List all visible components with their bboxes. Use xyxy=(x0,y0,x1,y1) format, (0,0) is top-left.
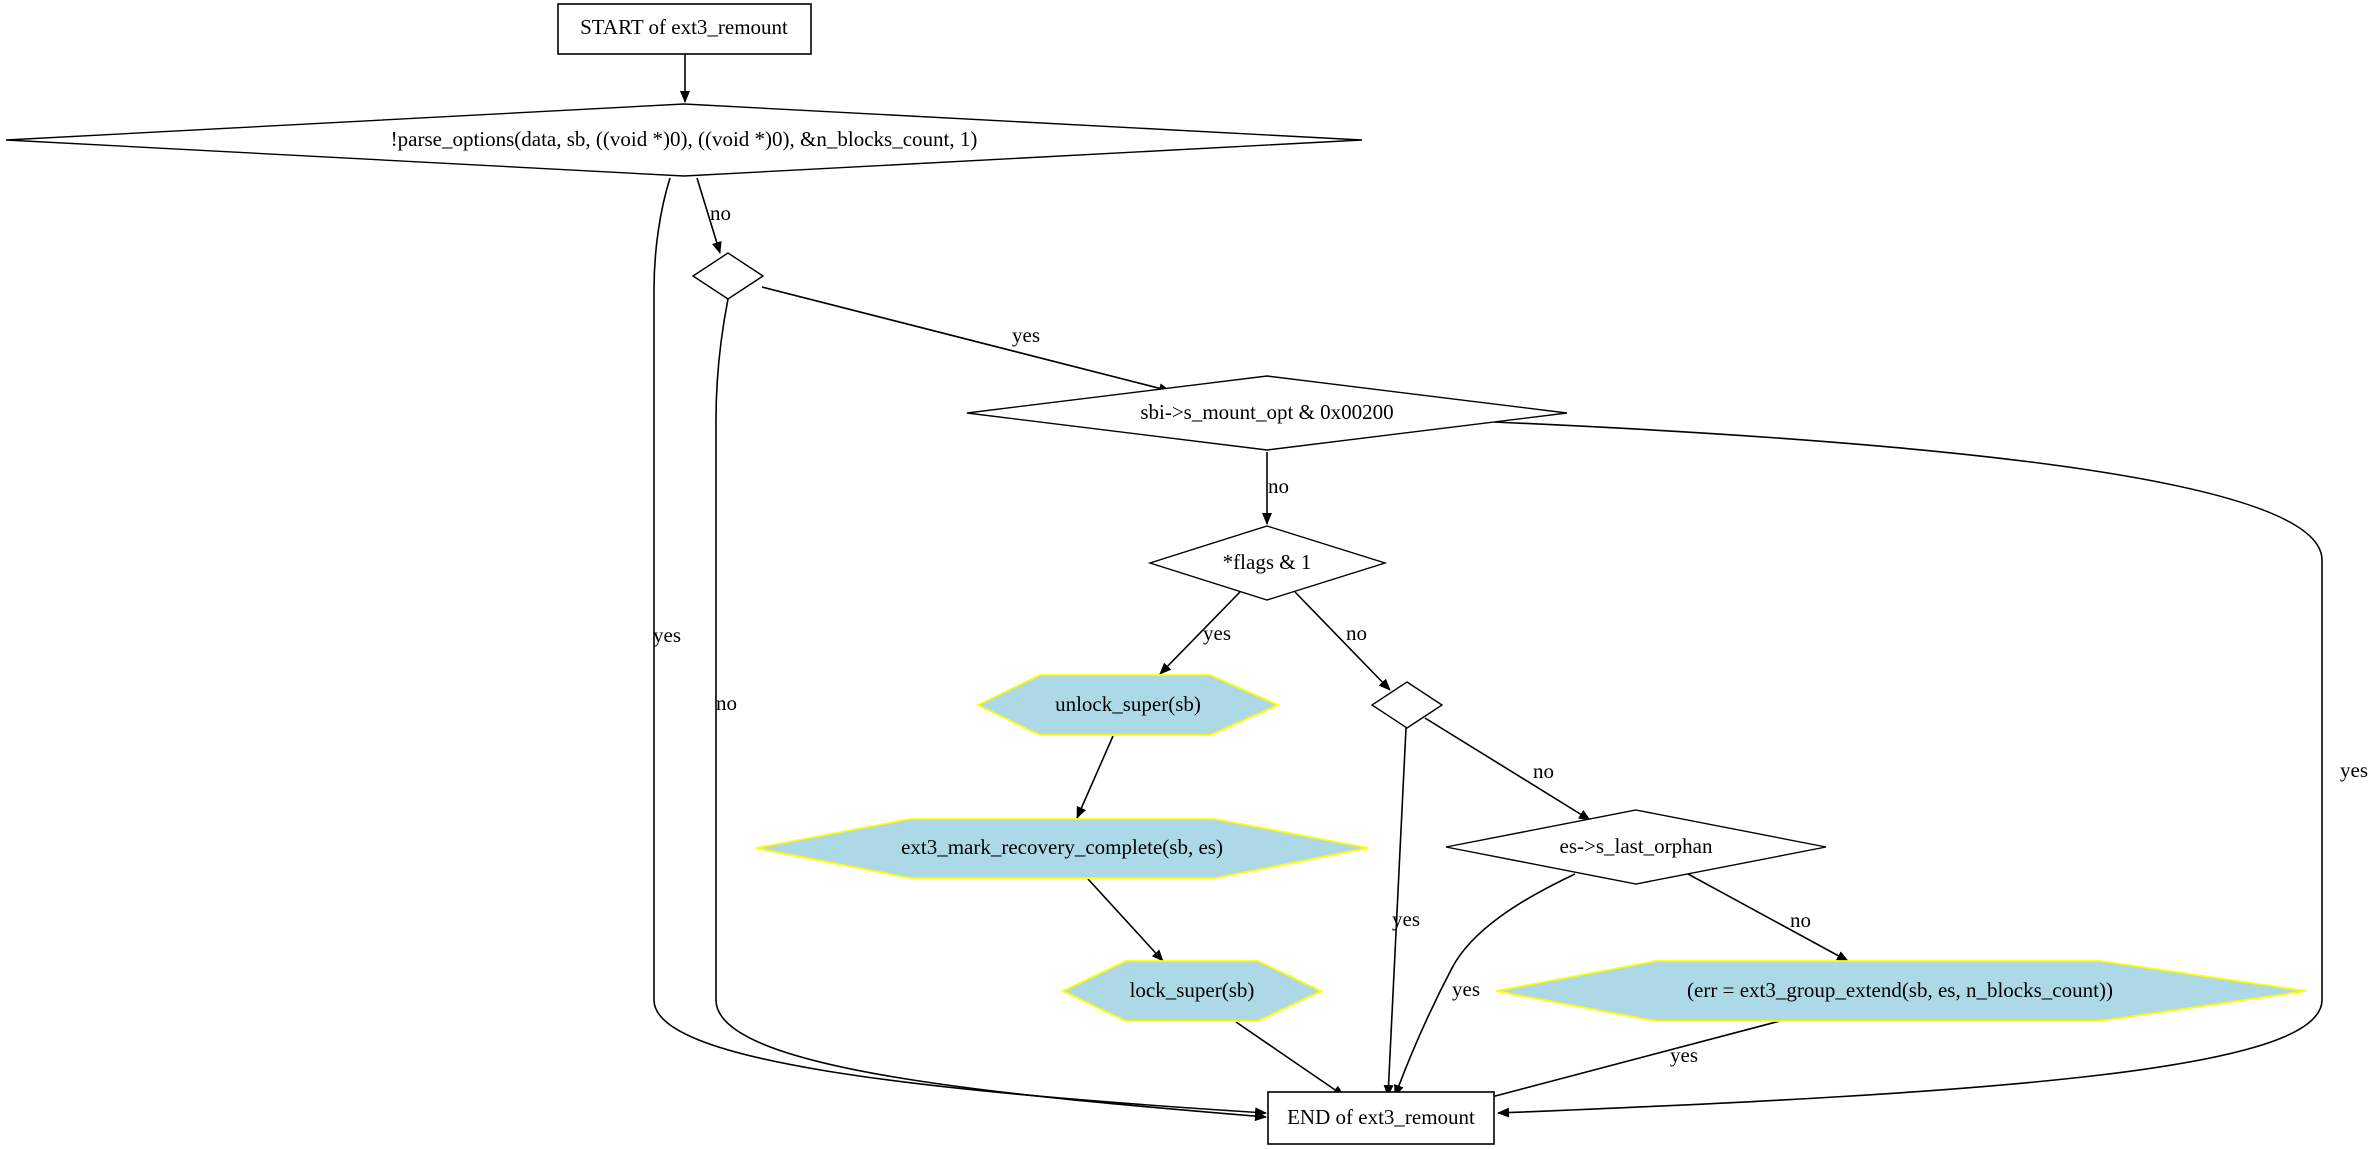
empty-decision-2 xyxy=(1370,681,1444,729)
edge-orphan-yes-to-end xyxy=(1394,873,1576,1097)
edge-label-decision2-no: no xyxy=(1533,759,1554,783)
edge-label-parse-no: no xyxy=(710,201,731,225)
lock-super-action xyxy=(1060,960,1324,1022)
end-node xyxy=(1267,1091,1495,1145)
last-orphan-decision xyxy=(1445,809,1827,885)
edge-label-decision1-no: no xyxy=(716,691,737,715)
edge-flags-yes-to-unlock xyxy=(1159,591,1241,675)
mount-opt-decision xyxy=(966,375,1568,451)
edge-label-decision1-yes: yes xyxy=(1012,323,1040,347)
edge-label-flags-yes: yes xyxy=(1203,621,1231,645)
empty-decision-1 xyxy=(691,252,765,300)
group-extend-label: (err = ext3_group_extend(sb, es, n_block… xyxy=(1687,978,2113,1002)
group-extend-action xyxy=(1495,960,2307,1022)
start-node xyxy=(557,3,812,55)
edge-orphan-no-to-extend xyxy=(1687,873,1849,962)
edge-label-mount-no: no xyxy=(1268,474,1289,498)
mount-opt-label: sbi->s_mount_opt & 0x00200 xyxy=(1140,400,1393,424)
lock-super-label: lock_super(sb) xyxy=(1130,978,1255,1002)
flags-decision xyxy=(1147,525,1388,601)
edge-label-orphan-yes: yes xyxy=(1452,977,1480,1001)
unlock-super-label: unlock_super(sb) xyxy=(1055,692,1201,716)
edge-mount-yes-to-end xyxy=(1493,421,2323,1118)
flags-label: *flags & 1 xyxy=(1223,550,1312,574)
unlock-super-action xyxy=(975,674,1281,736)
edge-label-orphan-no: no xyxy=(1790,908,1811,932)
mark-recovery-label: ext3_mark_recovery_complete(sb, es) xyxy=(901,835,1223,859)
edge-decision1-yes-to-mount xyxy=(761,286,1171,394)
edge-decision2-no-to-orphan xyxy=(1424,717,1591,821)
edge-flags-no-to-decision2 xyxy=(1294,591,1391,691)
parse-options-decision xyxy=(5,103,1363,177)
edge-unlock-to-mark xyxy=(1076,735,1114,819)
edge-label-extend-yes: yes xyxy=(1670,1043,1698,1067)
edge-label-decision2-yes: yes xyxy=(1392,907,1420,931)
last-orphan-label: es->s_last_orphan xyxy=(1560,834,1713,858)
end-node-label: END of ext3_remount xyxy=(1287,1105,1475,1129)
start-node-label: START of ext3_remount xyxy=(580,15,788,39)
edge-decision1-no-to-end xyxy=(715,298,1267,1122)
mark-recovery-action xyxy=(755,818,1369,879)
edge-parse-no-to-decision1 xyxy=(696,177,722,254)
edge-mark-to-lock xyxy=(1087,878,1164,962)
parse-options-label: !parse_options(data, sb, ((void *)0), ((… xyxy=(391,127,978,151)
edge-decision2-yes-to-end xyxy=(1383,727,1407,1097)
edge-label-parse-yes: yes xyxy=(653,623,681,647)
edge-label-mount-yes: yes xyxy=(2340,758,2368,782)
edge-lock-to-end xyxy=(1235,1021,1345,1097)
edge-extend-yes-to-end xyxy=(1479,1020,1781,1103)
edge-label-flags-no: no xyxy=(1346,621,1367,645)
